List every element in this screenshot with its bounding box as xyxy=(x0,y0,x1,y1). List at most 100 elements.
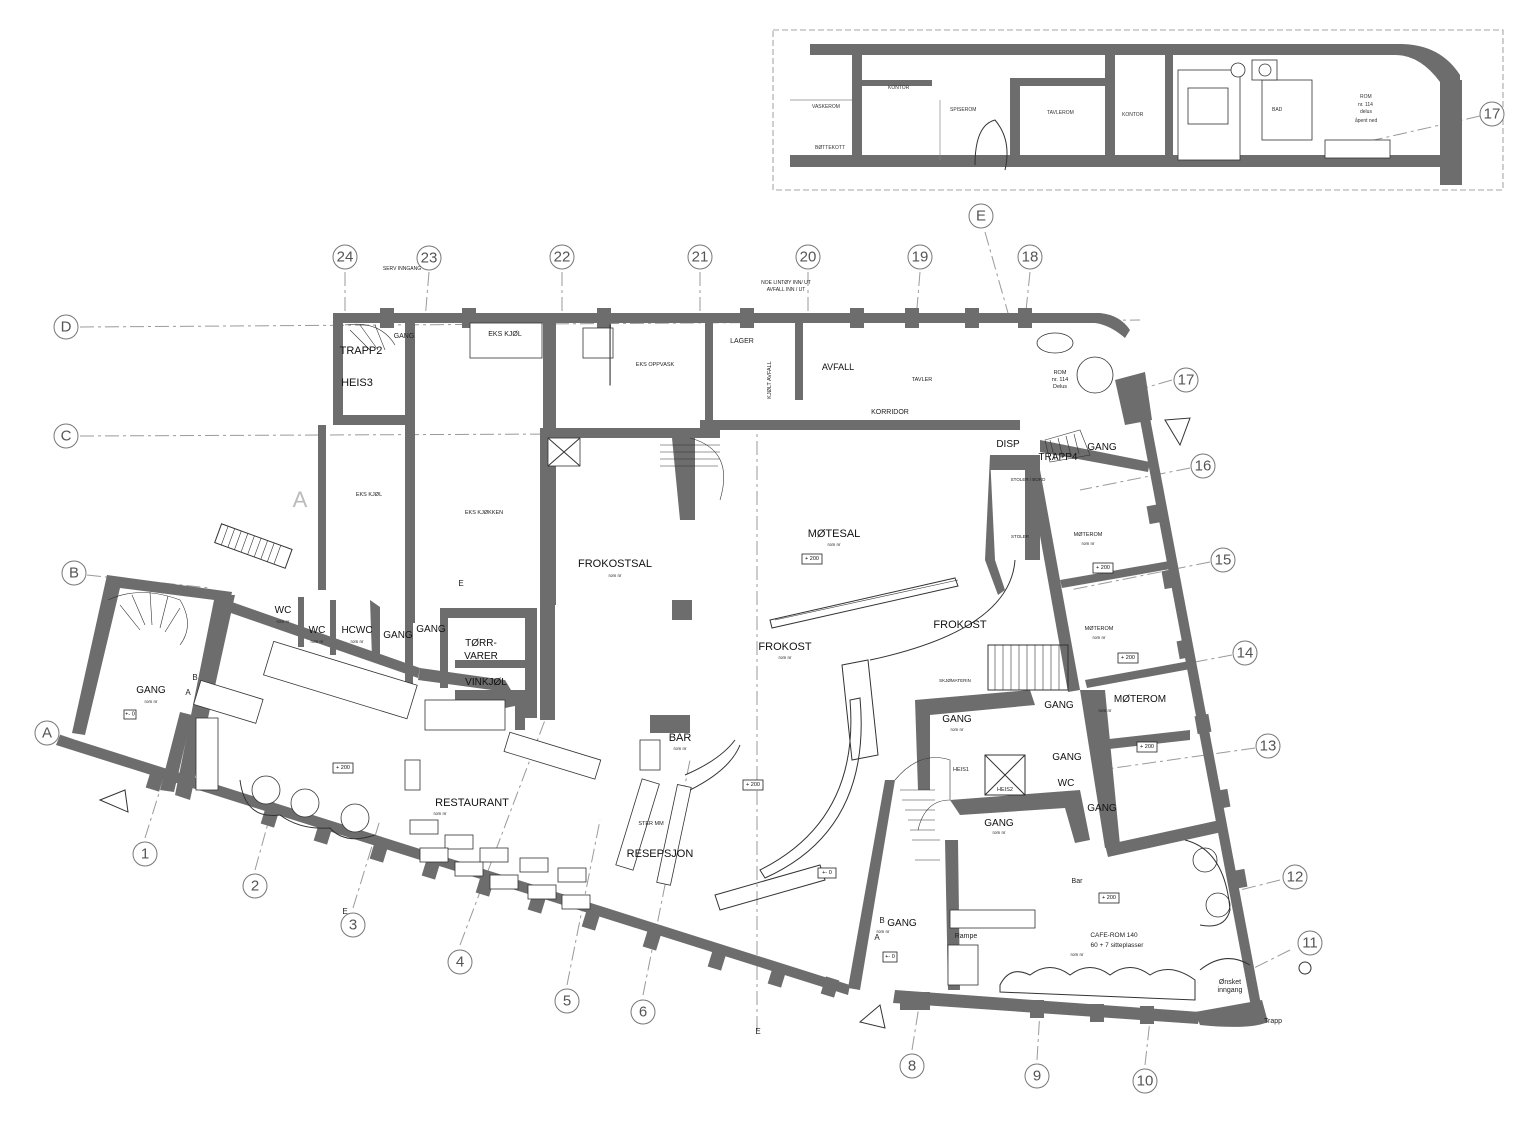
grid-bubble-B: B xyxy=(61,560,87,586)
grid-bubble-15: 15 xyxy=(1210,547,1236,573)
grid-bubble-2: 2 xyxy=(242,873,268,899)
grid-bubble-1: 1 xyxy=(132,841,158,867)
room-gang-r1: GANG xyxy=(942,714,972,725)
room-gang-left: GANG xyxy=(136,685,166,696)
svg-text:15: 15 xyxy=(1215,552,1232,569)
room-no-frokost: rom nr xyxy=(778,655,792,660)
svg-text:+ 200: + 200 xyxy=(746,782,760,788)
grid-bubble-14: 14 xyxy=(1232,640,1258,666)
svg-text:4: 4 xyxy=(456,954,464,971)
room-korridor: KORRIDOR xyxy=(871,409,909,416)
room-no-gang-r1: rom nr xyxy=(950,727,964,732)
room-number-labels: rom nr rom nr rom nr rom nr rom nr rom n… xyxy=(144,541,1112,957)
grid-bubble-3: 3 xyxy=(340,912,366,938)
svg-text:+- 0: +- 0 xyxy=(125,712,135,718)
room-rom114-sub: nr. 114 xyxy=(1052,377,1068,383)
room-frokostsal: FROKOSTSAL xyxy=(578,558,652,570)
level-tag-moterom-2: + 200 xyxy=(1117,652,1139,664)
level-tag-moterom-3: + 200 xyxy=(1136,741,1158,753)
svg-text:+ 200: + 200 xyxy=(1121,655,1135,661)
room-no-gang-bottom: rom nr xyxy=(876,929,890,934)
room-kjokkenheis: SKJØMATERIN xyxy=(939,678,971,683)
svg-text:6: 6 xyxy=(639,1004,647,1021)
room-frokost-right: FROKOST xyxy=(933,619,986,631)
grid-bubble-13: 13 xyxy=(1255,733,1281,759)
room-no-hcwc: rom nr xyxy=(350,639,364,644)
inset-rom-sub: nr. 114 xyxy=(1358,102,1373,108)
svg-text:8: 8 xyxy=(908,1058,916,1075)
room-resepsjon: RESEPSJON xyxy=(627,848,694,860)
room-no-cafe: rom nr xyxy=(1070,952,1084,957)
grid-bubble-5: 5 xyxy=(554,988,580,1014)
grid-bubble-E: E xyxy=(968,203,994,229)
room-cafe-rom: CAFE-ROM 140 xyxy=(1090,932,1138,939)
svg-text:+ 200: + 200 xyxy=(1096,565,1110,571)
room-gang-r2: GANG xyxy=(1044,700,1074,711)
level-tag-restaurant: + 200 xyxy=(332,762,354,774)
room-no-bar: rom nr xyxy=(673,746,687,751)
room-gang-r4: GANG xyxy=(984,818,1014,829)
grid-bubble-21: 21 xyxy=(687,244,713,270)
room-bar-cafe: Bar xyxy=(1072,878,1084,885)
room-gang-r5: GANG xyxy=(1087,803,1117,814)
svg-text:B: B xyxy=(69,565,79,582)
svg-text:E: E xyxy=(976,208,986,225)
grid-bubble-17: 17 xyxy=(1173,367,1199,393)
svg-text:18: 18 xyxy=(1022,249,1039,266)
svg-text:1: 1 xyxy=(141,846,149,863)
svg-text:+ 200: + 200 xyxy=(336,765,350,771)
room-ster-mm: STER MM xyxy=(638,821,664,827)
room-eks-kjokken: EKS KJØKKEN xyxy=(465,510,503,516)
room-no-wc2: rom nr xyxy=(310,639,324,644)
svg-text:+ 200: + 200 xyxy=(1140,744,1154,750)
room-kjolt-avfall: KJØLT AVFALL xyxy=(767,361,773,399)
level-tag-moterom-1: + 200 xyxy=(1092,562,1114,574)
section-mark-b-bottom: B xyxy=(879,916,884,925)
svg-text:21: 21 xyxy=(692,249,709,266)
room-no-frokostsal: rom nr xyxy=(608,573,622,578)
inset-rom-label: ROM xyxy=(1360,94,1372,100)
grid-bubble-8: 8 xyxy=(899,1053,925,1079)
room-frokost-left: FROKOST xyxy=(758,641,811,653)
room-gang-r3: GANG xyxy=(1052,752,1082,763)
grid-bubble-4: 4 xyxy=(447,949,473,975)
inset-kontor-1-label: KONTOR xyxy=(888,85,910,91)
room-no-wc1: rom nr xyxy=(276,619,290,624)
grid-bubble-9: 9 xyxy=(1024,1063,1050,1089)
grid-bubbles: 24 23 22 21 20 19 18 E 17 16 15 14 13 12… xyxy=(34,101,1505,1094)
section-mark-a-left: A xyxy=(185,688,191,697)
level-tag-frokost-zero: +- 0 xyxy=(817,867,837,879)
room-labels: RESTAURANT FROKOSTSAL MØTESAL FROKOST FR… xyxy=(136,266,1282,1025)
inset-tavlerom-label: TAVLEROM xyxy=(1047,110,1074,116)
room-rampe: Rampe xyxy=(955,933,978,940)
inset-spiserom-label: SPISEROM xyxy=(950,107,976,113)
room-cafe-seats: 60 + 7 sitteplasser xyxy=(1091,942,1145,949)
room-no-gang-left: rom nr xyxy=(144,699,158,704)
inset-plan: KONTOR SPISEROM TAVLEROM KONTOR VASKEROM… xyxy=(772,29,1504,191)
level-tag-gang-bottom: +- 0 xyxy=(882,951,898,963)
level-tag-gang-left: +- 0 xyxy=(123,709,137,720)
section-mark-e-top: E xyxy=(458,579,463,588)
level-tag-motesal: + 200 xyxy=(801,553,823,565)
room-moterom-3: MØTEROM xyxy=(1114,694,1166,705)
room-vinkjol: VINKJØL xyxy=(465,677,507,688)
room-heis1: HEIS1 xyxy=(953,767,969,773)
room-restaurant: RESTAURANT xyxy=(435,797,509,809)
room-no-moterom-3: rom nr xyxy=(1098,708,1112,713)
room-trapp4: TRAPP4 xyxy=(1039,452,1078,463)
room-torrvarer-1: TØRR- xyxy=(465,638,497,649)
svg-text:11: 11 xyxy=(1302,935,1318,952)
grid-bubble-24: 24 xyxy=(332,244,358,270)
room-bar: BAR xyxy=(669,732,692,744)
section-mark-a-top: A xyxy=(293,487,308,512)
svg-text:23: 23 xyxy=(421,250,438,267)
room-wc-r: WC xyxy=(1058,778,1075,789)
level-tag-cafe: + 200 xyxy=(1098,892,1120,904)
section-mark-a-bottom: A xyxy=(874,933,880,942)
top-note-1: NOE LINTØY INN/ UT xyxy=(761,280,811,286)
room-stoler-bord: STOLER / BORD xyxy=(1011,477,1046,482)
grid-bubble-16: 16 xyxy=(1190,453,1216,479)
section-marks: A A B B A E E E xyxy=(185,487,884,1036)
room-gang-top: GANG xyxy=(394,333,415,340)
svg-text:C: C xyxy=(61,428,72,445)
